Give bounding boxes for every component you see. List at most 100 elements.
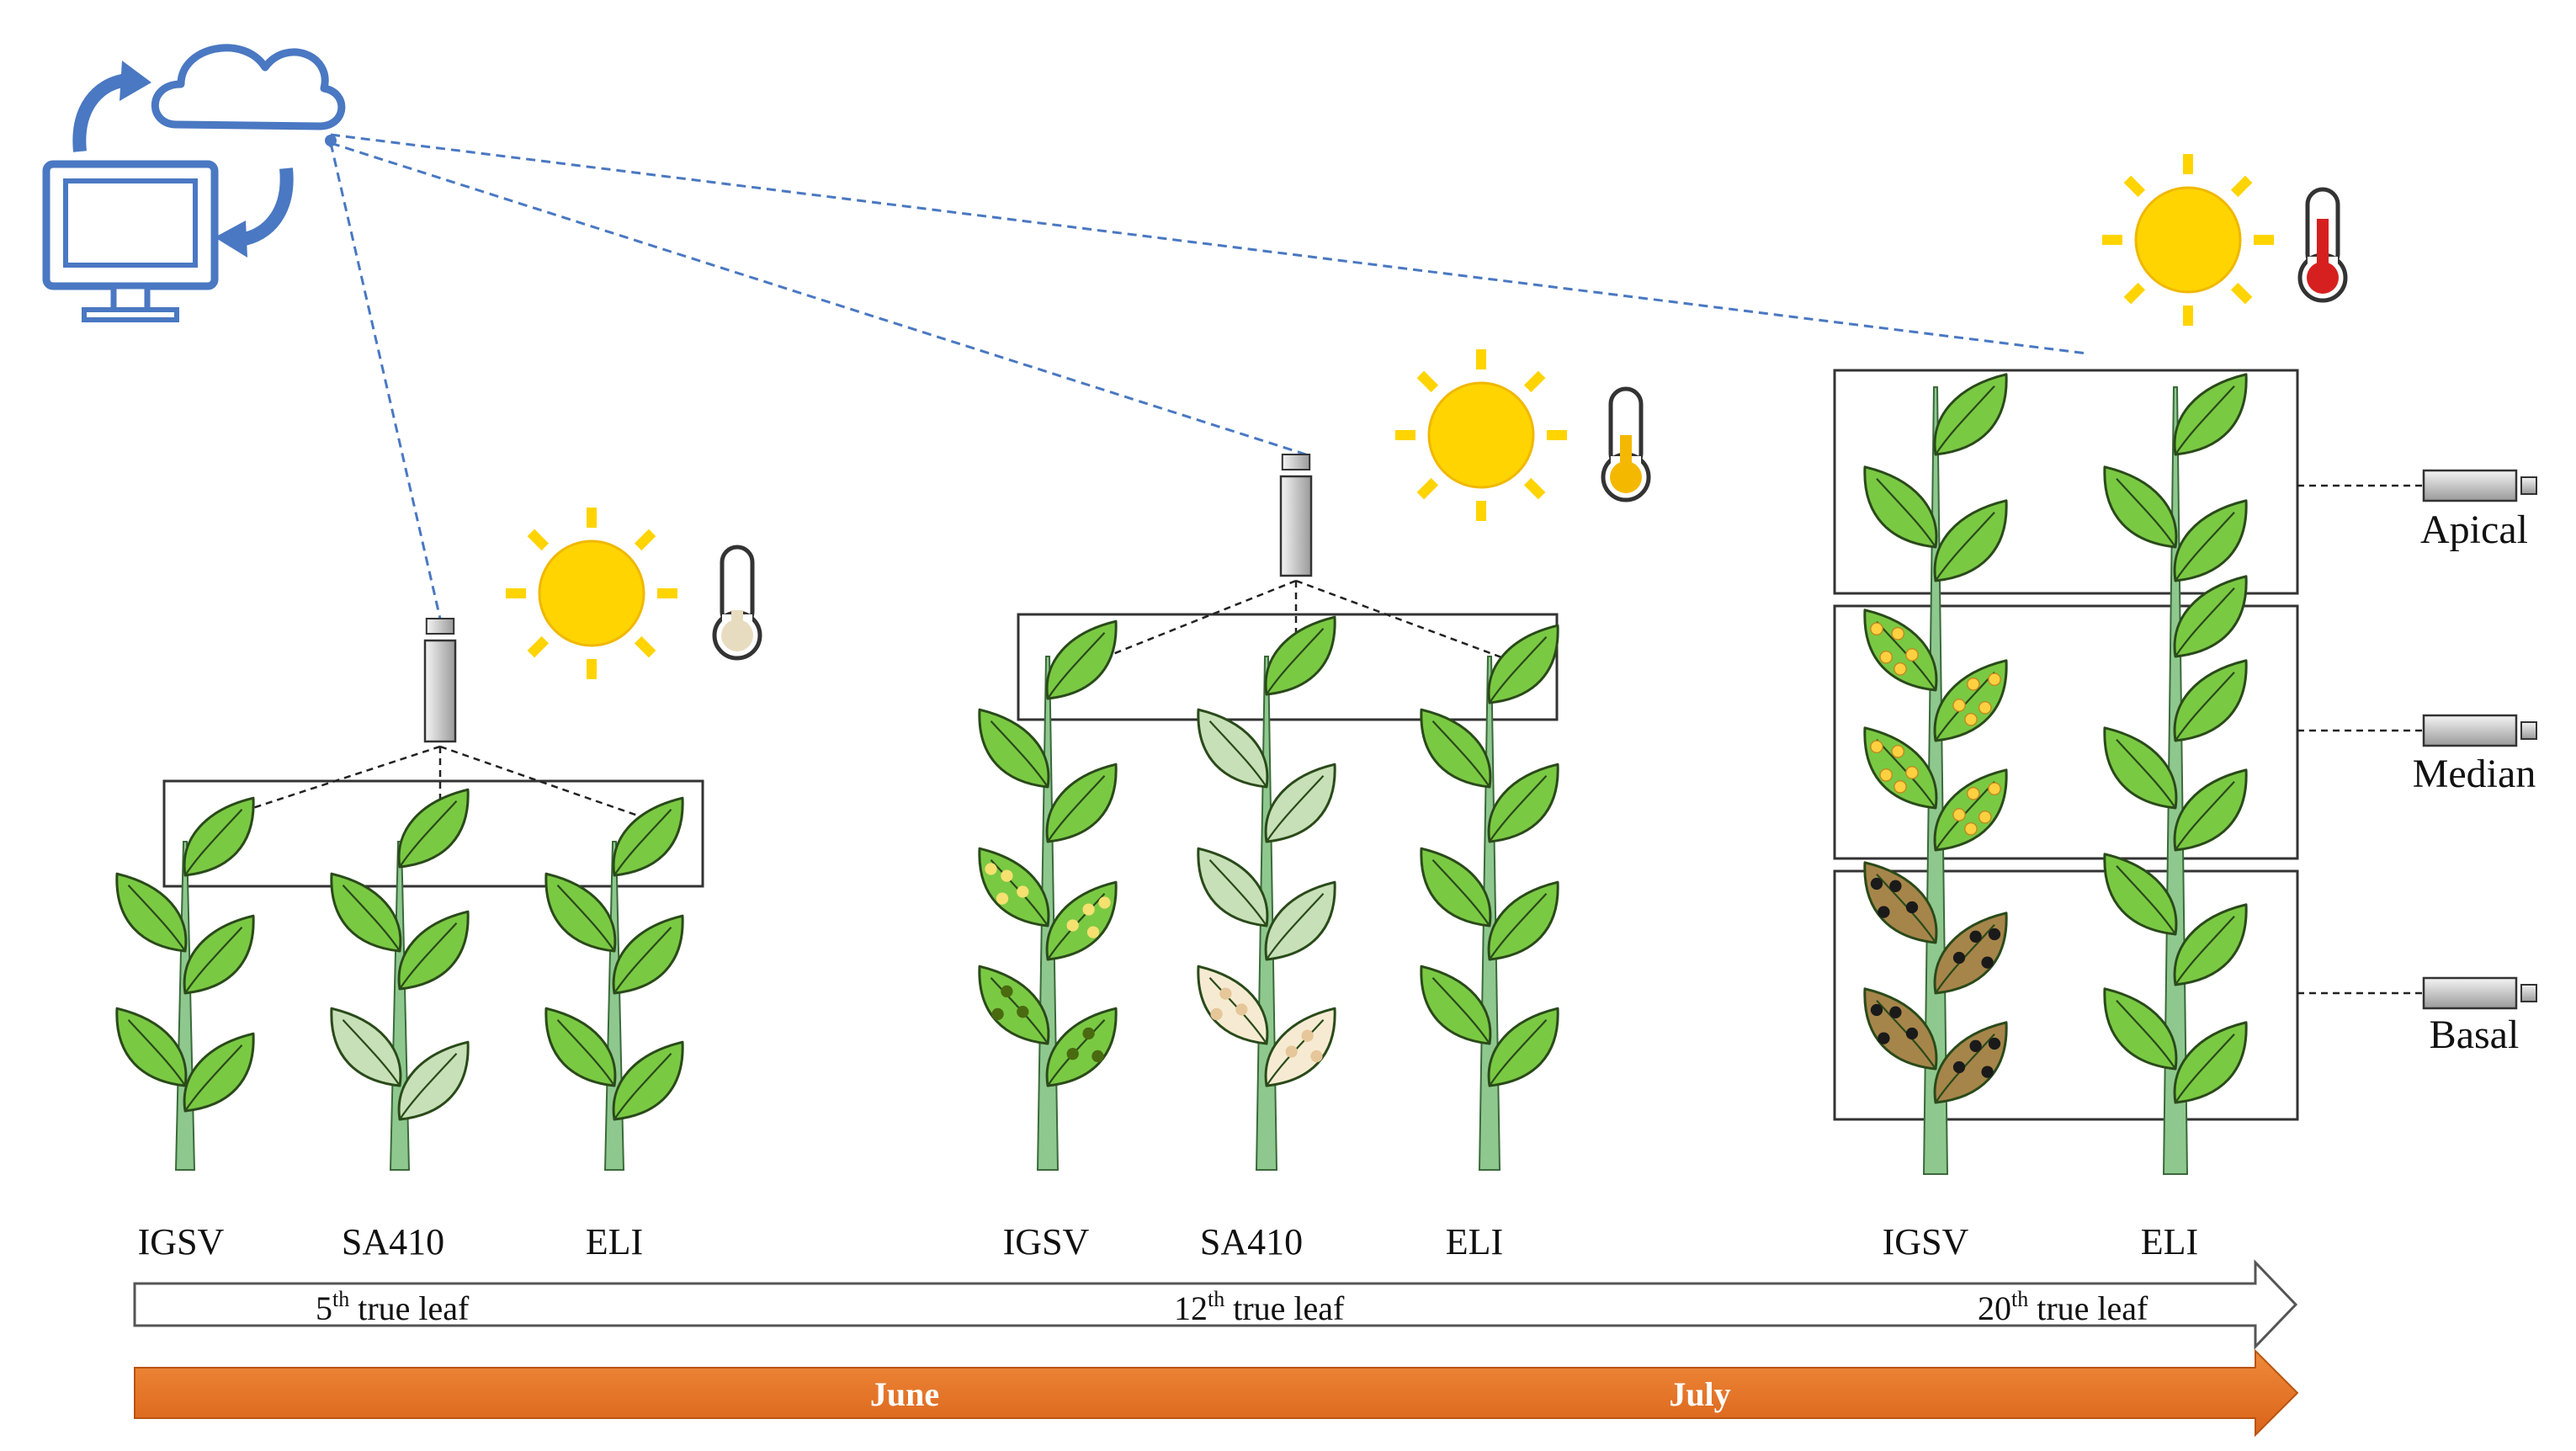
leaf-spot — [1964, 712, 1978, 726]
sun-disc — [538, 539, 645, 647]
leaf — [1863, 465, 1938, 549]
sun-ray — [527, 635, 550, 658]
variety-label-eli: ELI — [2141, 1221, 2198, 1262]
leaf-blade — [1863, 987, 1938, 1071]
leaf — [1045, 880, 1118, 961]
leaf — [2173, 499, 2248, 582]
leaf-vein — [2175, 512, 2235, 582]
leaf — [612, 1040, 684, 1121]
month-timeline: June July — [134, 1348, 2299, 1438]
camera-sensor-icon — [2422, 976, 2537, 1010]
sensor-ray — [226, 745, 441, 818]
leaf-blade — [1197, 708, 1269, 789]
plant-stem — [174, 841, 196, 1171]
link-to-field-20th-leaf — [330, 133, 2088, 355]
leaf — [1487, 1007, 1559, 1087]
variety-label-sa410: SA410 — [342, 1221, 444, 1262]
leaf — [978, 847, 1050, 927]
leaf-vein — [2175, 672, 2235, 741]
leaf — [397, 910, 470, 991]
observation-zone-12th — [1017, 613, 1559, 721]
leaf-spot — [1893, 662, 1907, 676]
sun-ray — [1416, 370, 1439, 393]
leaf-spot — [1988, 1037, 2001, 1050]
sun-ray — [1523, 370, 1546, 393]
sensor-body — [2422, 714, 2518, 747]
sun-ray — [2230, 175, 2253, 198]
leaf-vein — [1876, 478, 1936, 548]
leaf — [2173, 575, 2248, 658]
leaf — [1933, 373, 2008, 456]
leaf-stage-label-5th: 5th true leaf — [316, 1287, 470, 1327]
plant-scene — [115, 154, 2537, 1175]
cloud-icon — [151, 44, 346, 130]
leaf-spot — [1082, 903, 1095, 916]
leaf-vein — [2175, 1034, 2235, 1103]
leaf-spot — [1017, 885, 1029, 898]
network-links — [329, 133, 2088, 619]
leaf-spot — [985, 863, 997, 875]
canopy-label-basal: Basal — [2430, 1013, 2520, 1057]
leaf-spot — [1086, 926, 1100, 938]
sun-ray — [2123, 175, 2146, 198]
leaf-blade — [2103, 853, 2178, 936]
leaf-vein — [613, 808, 672, 876]
leaf-blade — [612, 1040, 684, 1121]
leaf — [1863, 726, 1938, 810]
leaf — [1045, 763, 1118, 843]
leaf — [2173, 1021, 2248, 1104]
leaf-spot — [996, 892, 1009, 905]
leaf-blade — [978, 965, 1050, 1045]
leaf-spot — [1210, 1007, 1223, 1021]
leaf-spot — [1091, 1050, 1104, 1063]
leaf-vein — [1266, 627, 1325, 695]
leaf — [1197, 847, 1269, 927]
leaf — [1420, 708, 1492, 789]
leaf-vein — [1935, 512, 1995, 582]
sensor-ray — [1085, 579, 1297, 667]
leaf-blade — [183, 914, 255, 995]
leaf-spot — [1978, 700, 1992, 715]
leaf-blade — [2173, 659, 2248, 742]
leaf — [2173, 373, 2248, 456]
leaf — [1863, 861, 1938, 944]
leaf — [1487, 624, 1559, 704]
leaf-vein — [1266, 892, 1325, 960]
leaf-blade — [183, 1032, 255, 1113]
month-label-july: July — [1669, 1375, 1730, 1413]
leaf-blade — [1264, 880, 1336, 961]
leaf-blade — [544, 1007, 617, 1087]
plant-stem — [389, 841, 411, 1171]
leaf-vein — [2175, 916, 2235, 986]
leaf-blade — [1487, 624, 1559, 704]
leaf-spot — [1905, 648, 1919, 662]
variety-label-igsv: IGSV — [1883, 1221, 1969, 1262]
leaf — [397, 788, 470, 869]
leaf — [397, 1040, 470, 1121]
leaf-blade — [1863, 726, 1938, 810]
leaf — [183, 796, 255, 877]
leaf-blade — [1933, 659, 2008, 742]
observation-zone-5th — [162, 779, 704, 888]
leaf-blade — [2173, 768, 2248, 852]
leaf-spot — [1870, 740, 1883, 754]
leaf-vein — [184, 1044, 243, 1112]
leaf-spot — [1001, 985, 1013, 998]
leaf-blade — [397, 788, 470, 869]
leaf-blade — [1264, 763, 1336, 843]
leaf-spot — [1879, 768, 1893, 782]
leaf-blade — [544, 872, 617, 953]
leaf-spot — [1966, 786, 1980, 800]
camera-sensor-icon — [2422, 714, 2537, 747]
sensor-cap — [2520, 721, 2537, 740]
canopy-zone-basal — [1833, 869, 2299, 1121]
leaf — [1045, 619, 1118, 700]
leaf — [1933, 1021, 2008, 1104]
leaf-blade — [1420, 708, 1492, 789]
sun-ray — [2230, 282, 2253, 305]
sensor-cap — [425, 618, 455, 635]
variety-label-igsv: IGSV — [138, 1221, 225, 1262]
leaf-blade — [1197, 847, 1269, 927]
leaf-vein — [1266, 774, 1325, 842]
leaf-blade — [1045, 763, 1118, 843]
